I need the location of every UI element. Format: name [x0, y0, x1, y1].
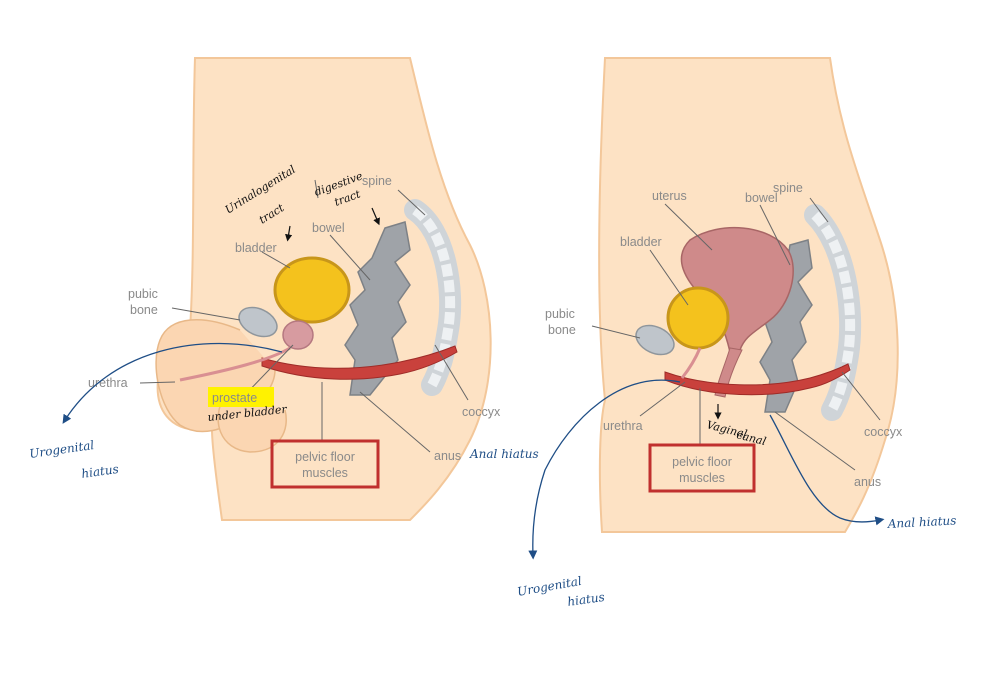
male-pelvic-floor-muscle — [261, 345, 458, 380]
male-pubic-bone — [238, 306, 278, 338]
male-urethra-tube — [179, 346, 291, 382]
male-note-arrow — [371, 207, 380, 226]
male-bowel — [344, 221, 411, 396]
male-prostate — [282, 320, 314, 350]
female-leader — [809, 197, 829, 223]
male-note-anal-hiatus: Anal hiatus — [469, 447, 539, 461]
male-figure: spine bowel bladder pubic bone urethra p… — [28, 57, 539, 521]
male-label-pubic: pubic — [128, 287, 158, 301]
female-figure: uterus bowel spine bladder pubic bone ur… — [516, 57, 957, 609]
female-label-pelvic-floor: pelvic floor — [672, 455, 732, 469]
female-pelvic-floor-muscle — [664, 363, 851, 396]
male-label-bowel: bowel — [312, 221, 345, 235]
male-leader — [434, 344, 469, 401]
male-label-bladder: bladder — [235, 241, 277, 255]
female-label-uterus: uterus — [652, 189, 687, 203]
female-leader — [774, 411, 856, 471]
male-prostate-highlight — [208, 387, 274, 407]
male-leader — [359, 391, 431, 453]
male-label-coccyx: coccyx — [462, 405, 501, 419]
male-leader — [314, 179, 319, 199]
male-note-arrow — [285, 225, 293, 242]
male-label-prostate: prostate — [212, 391, 257, 405]
female-leader — [649, 249, 689, 306]
male-leader — [329, 234, 371, 281]
female-label-bladder: bladder — [620, 235, 662, 249]
female-leader — [759, 204, 791, 266]
female-bladder — [666, 286, 730, 350]
female-label-urethra: urethra — [603, 419, 643, 433]
male-urogenital-arrow — [62, 342, 283, 424]
male-spine — [404, 199, 462, 396]
female-urogenital-arrow — [528, 379, 681, 560]
male-label-spine: spine — [362, 174, 392, 188]
male-label-anus: anus — [434, 449, 461, 463]
male-pelvic-floor-box — [270, 439, 380, 489]
male-leader — [261, 251, 291, 269]
male-label-urethra: urethra — [88, 376, 128, 390]
female-label-muscles: muscles — [679, 471, 725, 485]
female-leader — [841, 371, 881, 421]
male-note-urogenital: Urogenital — [28, 438, 95, 461]
male-leader — [139, 381, 176, 384]
female-label-coccyx: coccyx — [864, 425, 903, 439]
female-label-anus: anus — [854, 475, 881, 489]
female-label-pubic: pubic — [545, 307, 575, 321]
female-note-urogenital-hiatus: hiatus — [566, 590, 605, 609]
male-leader — [397, 189, 426, 216]
female-label-spine: spine — [773, 181, 803, 195]
female-label-bone: bone — [548, 323, 576, 337]
female-urethra-tube — [680, 347, 702, 379]
female-anal-hiatus-arrow — [769, 414, 885, 526]
female-leader — [591, 325, 641, 339]
male-bladder — [273, 256, 351, 324]
female-label-bowel: bowel — [745, 191, 778, 205]
male-scrotum — [217, 394, 287, 453]
female-note-anal-hiatus: Anal hiatus — [886, 513, 956, 531]
male-label-pelvic-floor: pelvic floor — [295, 450, 355, 464]
female-pubic-bone — [635, 324, 675, 356]
male-label-bone: bone — [130, 303, 158, 317]
female-leader — [639, 381, 686, 417]
male-label-muscles: muscles — [302, 466, 348, 480]
female-spine — [804, 204, 862, 421]
female-leader — [664, 203, 713, 251]
male-leader — [171, 307, 241, 321]
male-note-urogenital-hiatus: hiatus — [80, 462, 119, 481]
female-pelvic-floor-box — [648, 443, 756, 493]
